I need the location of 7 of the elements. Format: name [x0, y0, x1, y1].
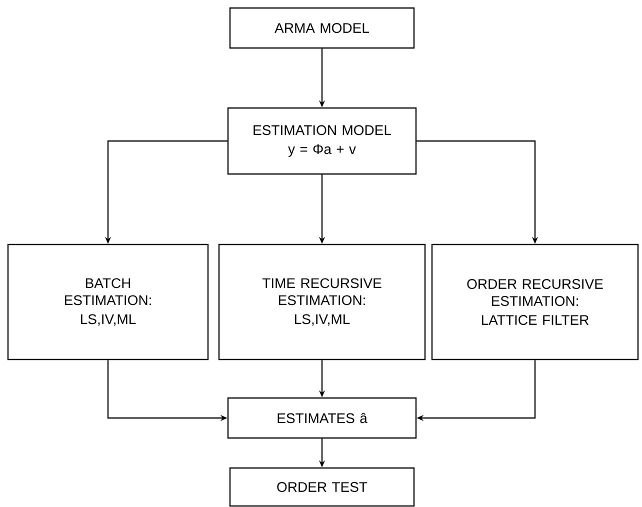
process-box: ESTIMATES â: [227, 397, 417, 439]
process-box: ESTIMATION MODEL y = Φa + v: [227, 107, 417, 175]
process-box: TIME RECURSIVE ESTIMATION: LS,IV,ML: [218, 244, 426, 360]
process-box: BATCH ESTIMATION: LS,IV,ML: [7, 244, 209, 360]
process-box: ARMA MODEL: [229, 7, 415, 49]
process-box: ORDER TEST: [229, 467, 415, 507]
process-box: ORDER RECURSIVE ESTIMATION: LATTICE FILTER: [431, 244, 639, 360]
